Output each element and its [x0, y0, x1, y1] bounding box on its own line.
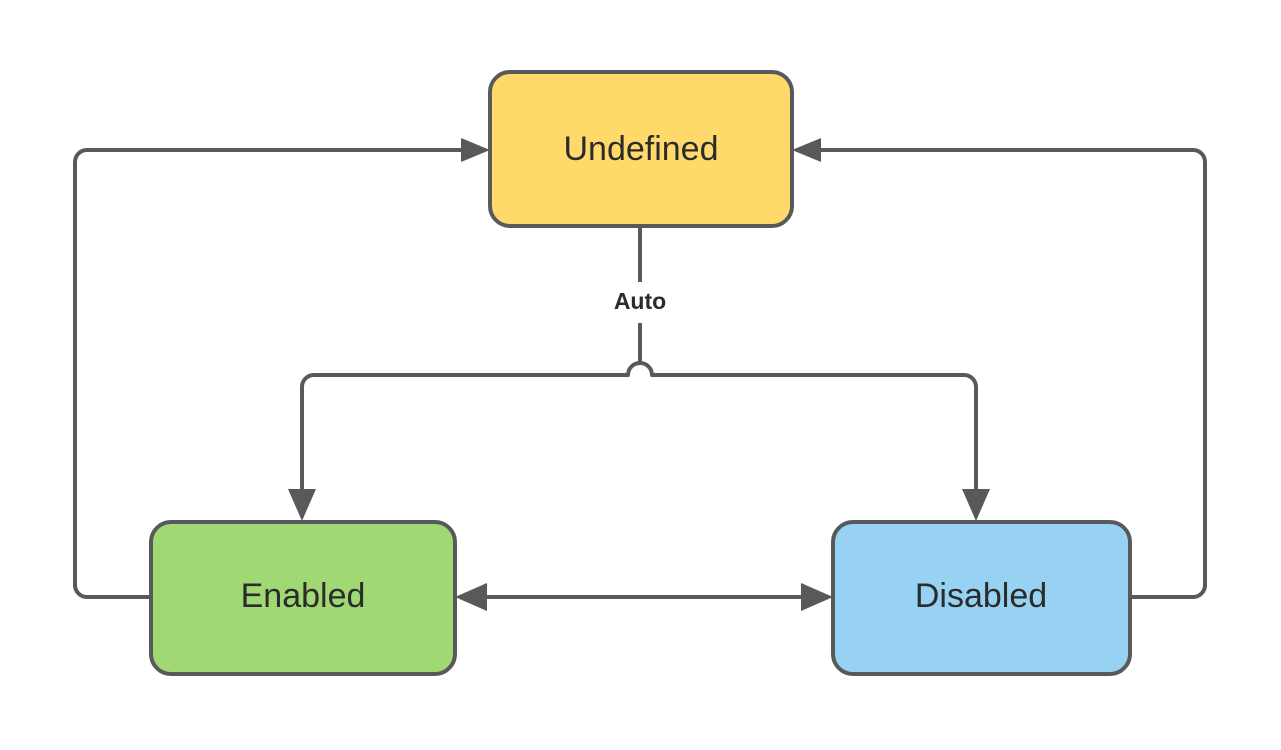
edge-auto-branch-right [639, 361, 978, 491]
arrowhead-into-disabled-left [801, 583, 833, 611]
arrowhead-into-undefined-right [792, 138, 821, 162]
edge-enabled-to-undefined[interactable] [73, 138, 490, 599]
edge-enabled-disabled-bidirectional[interactable] [455, 583, 833, 611]
arrowhead-into-enabled-top [288, 489, 316, 521]
node-enabled[interactable]: Enabled [149, 520, 457, 676]
node-disabled-box[interactable] [831, 520, 1132, 676]
auto-label-backdrop [596, 288, 684, 318]
node-undefined[interactable]: Undefined [488, 70, 794, 228]
arrowhead-into-undefined-left [461, 138, 490, 162]
node-enabled-box[interactable] [149, 520, 457, 676]
node-enabled-label: Enabled [241, 577, 366, 615]
edge-disabled-to-undefined[interactable] [792, 138, 1207, 599]
node-undefined-box[interactable] [488, 70, 794, 228]
node-disabled[interactable]: Disabled [831, 520, 1132, 676]
node-undefined-label: Undefined [563, 130, 718, 168]
arrowhead-into-enabled-right [455, 583, 487, 611]
edge-enabled-to-undefined-line [73, 148, 463, 599]
arrowhead-into-disabled-top [962, 489, 990, 521]
edge-auto-branch-left [300, 361, 641, 491]
node-disabled-label: Disabled [915, 577, 1047, 615]
edge-disabled-to-undefined-line [819, 148, 1207, 599]
edge-undefined-auto-fork[interactable]: Auto [288, 226, 990, 521]
edge-label-auto: Auto [614, 288, 666, 314]
